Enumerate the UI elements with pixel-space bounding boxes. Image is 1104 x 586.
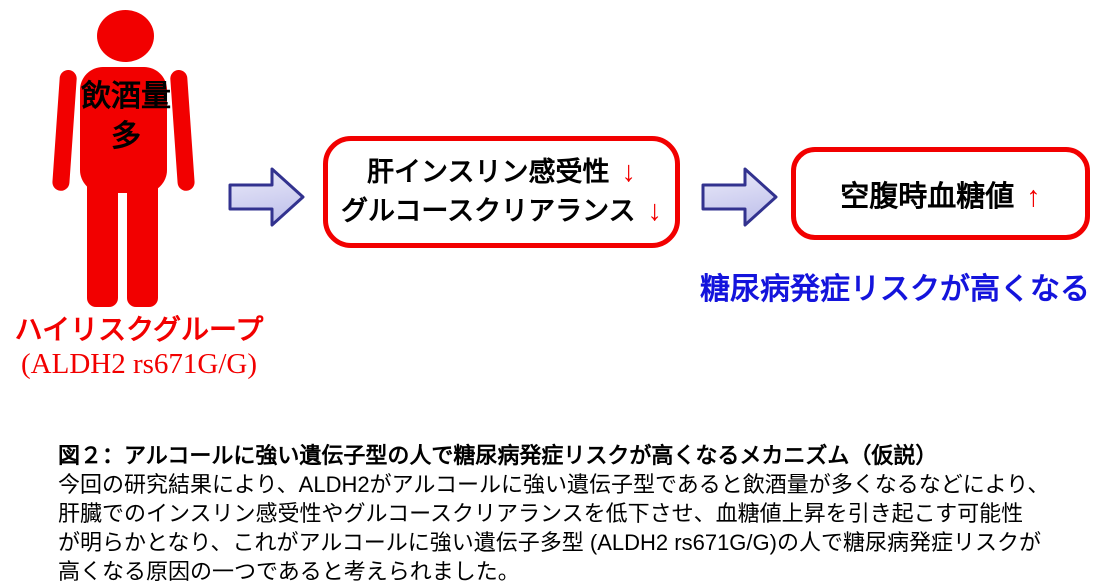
person-drink-label-line1: 飲酒量 xyxy=(81,80,171,113)
caption-title: 図２：アルコールに強い遺伝子型の人で糖尿病発症リスクが高くなるメカニズム（仮説） xyxy=(58,443,938,468)
fasting-glucose-text: 空腹時血糖値 xyxy=(840,180,1015,213)
right-block-arrow-icon xyxy=(701,167,778,227)
genotype-label: (ALDH2 rs671G/G) xyxy=(21,348,257,380)
high-risk-group-label: ハイリスクグループ (ALDH2 rs671G/G) xyxy=(0,312,278,381)
down-arrow-icon: ↓ xyxy=(621,156,636,188)
caption-line: 今回の研究結果により、ALDH2がアルコールに強い遺伝子型であると飲酒量が多くな… xyxy=(58,472,1050,497)
fasting-glucose-line: 空腹時血糖値 ↑ xyxy=(840,173,1041,215)
caption-line: 肝臓でのインスリン感受性やグルコースクリアランスを低下させ、血糖値上昇を引き起こ… xyxy=(58,501,1024,526)
liver-effect-line1: 肝インスリン感受性 ↓ xyxy=(367,153,636,192)
diabetes-risk-note: 糖尿病発症リスクが高くなる xyxy=(700,273,1090,306)
person-drink-label: 飲酒量 多 xyxy=(51,77,201,157)
liver-insulin-text: 肝インスリン感受性 xyxy=(367,157,610,187)
person-drink-label-line2: 多 xyxy=(111,120,141,153)
person-pictogram-icon xyxy=(52,10,195,307)
caption-line: 高くなる原因の一つであると考えられました。 xyxy=(58,559,520,584)
liver-effect-box: 肝インスリン感受性 ↓ グルコースクリアランス ↓ xyxy=(323,136,680,248)
down-arrow-icon: ↓ xyxy=(647,195,663,227)
up-arrow-icon: ↑ xyxy=(1026,180,1041,213)
caption-line: が明らかとなり、これがアルコールに強い遺伝子多型 (ALDH2 rs671G/G… xyxy=(58,530,1041,555)
figure-caption: 図２：アルコールに強い遺伝子型の人で糖尿病発症リスクが高くなるメカニズム（仮説）… xyxy=(58,441,1098,586)
glucose-clearance-text: グルコースクリアランス xyxy=(340,196,636,226)
fasting-glucose-box: 空腹時血糖値 ↑ xyxy=(791,147,1090,240)
high-risk-group-title: ハイリスクグループ xyxy=(14,314,264,345)
right-block-arrow-icon xyxy=(228,167,305,227)
liver-effect-line2: グルコースクリアランス ↓ xyxy=(341,192,662,231)
